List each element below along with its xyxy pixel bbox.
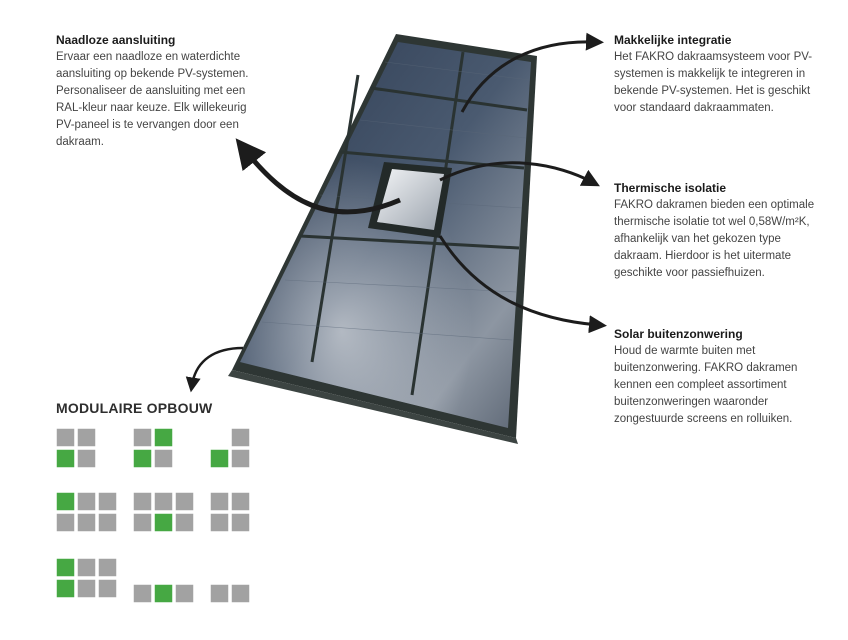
module-panel-cell xyxy=(230,448,251,469)
arrow-naadloze xyxy=(235,138,401,215)
callout-zonwering: Solar buitenzonwering Houd de warmte bui… xyxy=(614,326,804,428)
module-panel-cell xyxy=(76,427,97,448)
callout-isolatie: Thermische isolatie FAKRO dakramen biede… xyxy=(614,180,820,282)
module-panel-cell xyxy=(76,512,97,533)
module-panel-cell xyxy=(174,512,195,533)
module-panel-cell xyxy=(230,583,251,604)
module-panel-cell xyxy=(153,491,174,512)
module-window-cell xyxy=(55,557,76,578)
roof-window-glass xyxy=(377,169,444,230)
arrow-integratie xyxy=(460,32,604,113)
bottom-flashing xyxy=(228,370,518,444)
module-panel-cell xyxy=(97,491,118,512)
module-panel-cell xyxy=(97,578,118,599)
module-panel-cell xyxy=(153,448,174,469)
module-panel-cell xyxy=(174,491,195,512)
modular-title: MODULAIRE OPBOUW xyxy=(56,400,213,416)
callout-zonwering-body: Houd de warmte buiten met buitenzonwerin… xyxy=(614,345,798,425)
light-reflection xyxy=(240,42,531,428)
module-config xyxy=(132,583,195,604)
module-panel-cell xyxy=(76,448,97,469)
callout-isolatie-body: FAKRO dakramen bieden een optimale therm… xyxy=(614,199,815,279)
callout-integratie: Makkelijke integratie Het FAKRO dakraams… xyxy=(614,32,814,117)
callout-integratie-title: Makkelijke integratie xyxy=(614,33,732,47)
module-panel-cell xyxy=(132,583,153,604)
module-window-cell xyxy=(55,578,76,599)
module-panel-cell xyxy=(132,491,153,512)
module-window-cell xyxy=(153,512,174,533)
callout-integratie-body: Het FAKRO dakraamsysteem voor PV-systeme… xyxy=(614,51,813,114)
module-panel-cell xyxy=(174,583,195,604)
module-panel-cell xyxy=(132,512,153,533)
callout-naadloze-body: Ervaar een naadloze en waterdichte aansl… xyxy=(56,51,249,148)
module-panel-cell xyxy=(76,578,97,599)
callout-naadloze-title: Naadloze aansluiting xyxy=(56,33,176,47)
module-window-cell xyxy=(153,427,174,448)
module-config xyxy=(209,491,251,533)
module-panel-cell xyxy=(230,491,251,512)
module-window-cell xyxy=(209,448,230,469)
arrow-modulaire xyxy=(185,346,244,393)
arrow-zonwering xyxy=(438,235,607,334)
module-window-cell xyxy=(153,583,174,604)
arrow-isolatie xyxy=(439,161,600,187)
callout-naadloze: Naadloze aansluiting Ervaar een naadloze… xyxy=(56,32,256,151)
module-panel-cell xyxy=(132,427,153,448)
module-panel-cell xyxy=(97,512,118,533)
module-panel-cell xyxy=(230,512,251,533)
module-panel-cell xyxy=(209,491,230,512)
module-panel-cell xyxy=(97,557,118,578)
cell-lines xyxy=(261,61,531,341)
module-config xyxy=(209,427,251,469)
module-panel-cell xyxy=(230,427,251,448)
module-panel-cell xyxy=(209,512,230,533)
module-panel-cell xyxy=(55,427,76,448)
module-config xyxy=(132,491,195,533)
module-config xyxy=(132,427,174,469)
module-config xyxy=(55,427,97,469)
module-window-cell xyxy=(132,448,153,469)
callout-isolatie-title: Thermische isolatie xyxy=(614,181,727,195)
module-panel-cell xyxy=(76,557,97,578)
module-config xyxy=(209,583,251,604)
modular-configurations xyxy=(55,427,251,604)
module-window-cell xyxy=(55,448,76,469)
module-panel-cell xyxy=(55,512,76,533)
module-panel-cell xyxy=(209,583,230,604)
module-window-cell xyxy=(55,491,76,512)
module-config xyxy=(55,557,118,599)
module-config xyxy=(55,491,118,533)
callout-zonwering-title: Solar buitenzonwering xyxy=(614,327,743,341)
module-panel-cell xyxy=(76,491,97,512)
